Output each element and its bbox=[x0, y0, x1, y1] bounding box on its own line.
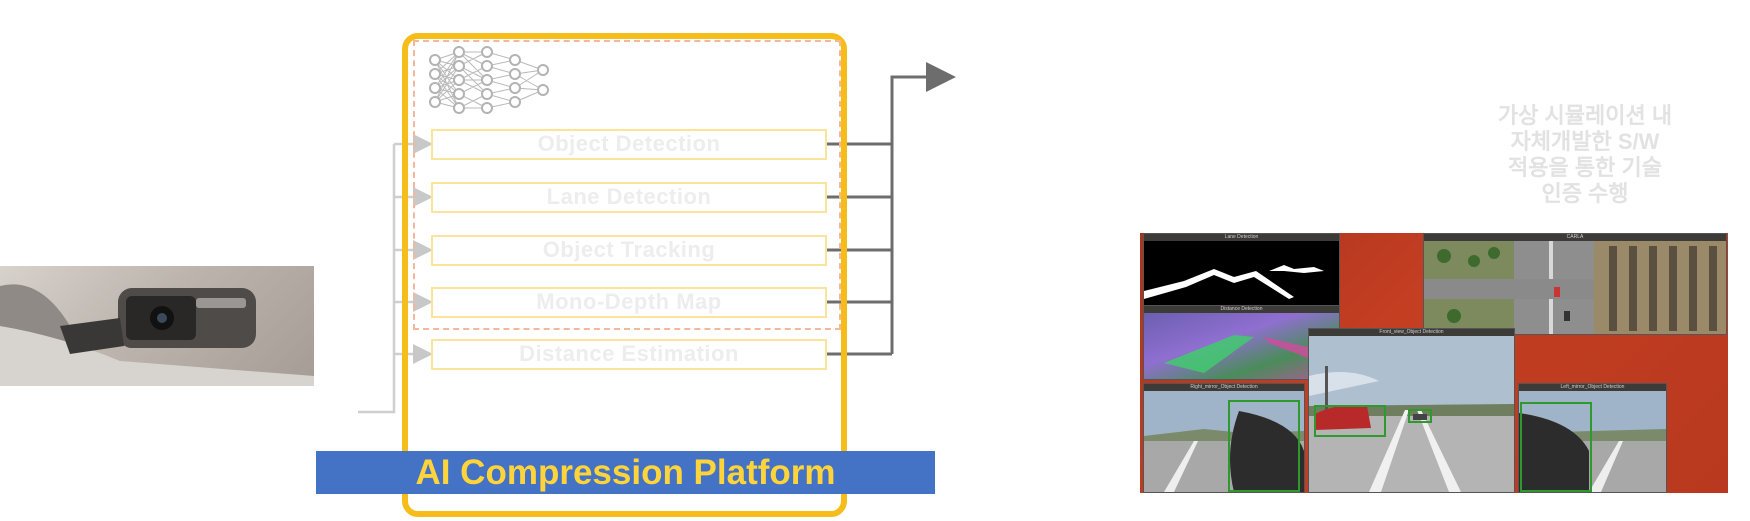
depth-window: Distance Detection bbox=[1143, 305, 1340, 380]
right-mirror-window: Right_mirror_Object Detection bbox=[1143, 383, 1305, 493]
korean-line-3: 적용을 통한 기술 bbox=[1508, 155, 1662, 180]
korean-description: 가상 시뮬레이션 내 자체개발한 S/W 적용을 통한 기술 인증 수행 bbox=[1430, 103, 1740, 207]
right-mirror-window-title: Right_mirror_Object Detection bbox=[1144, 384, 1304, 391]
module-object-detection: Object Detection bbox=[431, 129, 827, 160]
front-view-image bbox=[1309, 336, 1514, 492]
neural-network-icon bbox=[429, 46, 549, 114]
lane-detection-window: Lane Detection bbox=[1143, 233, 1340, 307]
right-mirror-image bbox=[1144, 391, 1304, 492]
module-distance-estimation: Distance Estimation bbox=[431, 339, 827, 370]
korean-line-4: 인증 수행 bbox=[1541, 181, 1629, 206]
carla-window-title: CARLA bbox=[1424, 234, 1726, 241]
camera-image bbox=[0, 266, 314, 386]
platform-title: AI Compression Platform bbox=[316, 451, 935, 494]
korean-line-1: 가상 시뮬레이션 내 bbox=[1497, 103, 1673, 128]
module-lane-detection: Lane Detection bbox=[431, 182, 827, 213]
simulation-screenshot: Lane Detection Distance Detection CA bbox=[1140, 233, 1728, 493]
carla-window: CARLA bbox=[1423, 233, 1727, 335]
platform-frame bbox=[402, 33, 847, 517]
left-mirror-window: Left_mirror_Object Detection bbox=[1518, 383, 1667, 493]
module-mono-depth-map: Mono-Depth Map bbox=[431, 287, 827, 318]
front-view-window-title: Front_view_Object Detection bbox=[1309, 329, 1514, 336]
depth-window-title: Distance Detection bbox=[1144, 306, 1339, 313]
carla-overhead-image bbox=[1424, 241, 1726, 334]
lane-detection-window-title: Lane Detection bbox=[1144, 234, 1339, 241]
output-arrows bbox=[827, 62, 956, 356]
front-view-window: Front_view_Object Detection bbox=[1308, 328, 1515, 493]
lane-mask-image bbox=[1144, 241, 1339, 306]
left-mirror-window-title: Left_mirror_Object Detection bbox=[1519, 384, 1666, 391]
left-mirror-image bbox=[1519, 391, 1666, 492]
korean-line-2: 자체개발한 S/W bbox=[1510, 129, 1660, 154]
neural-network-box bbox=[413, 40, 841, 330]
module-object-tracking: Object Tracking bbox=[431, 235, 827, 266]
input-arrows bbox=[358, 134, 433, 414]
depth-map-image bbox=[1144, 313, 1339, 379]
